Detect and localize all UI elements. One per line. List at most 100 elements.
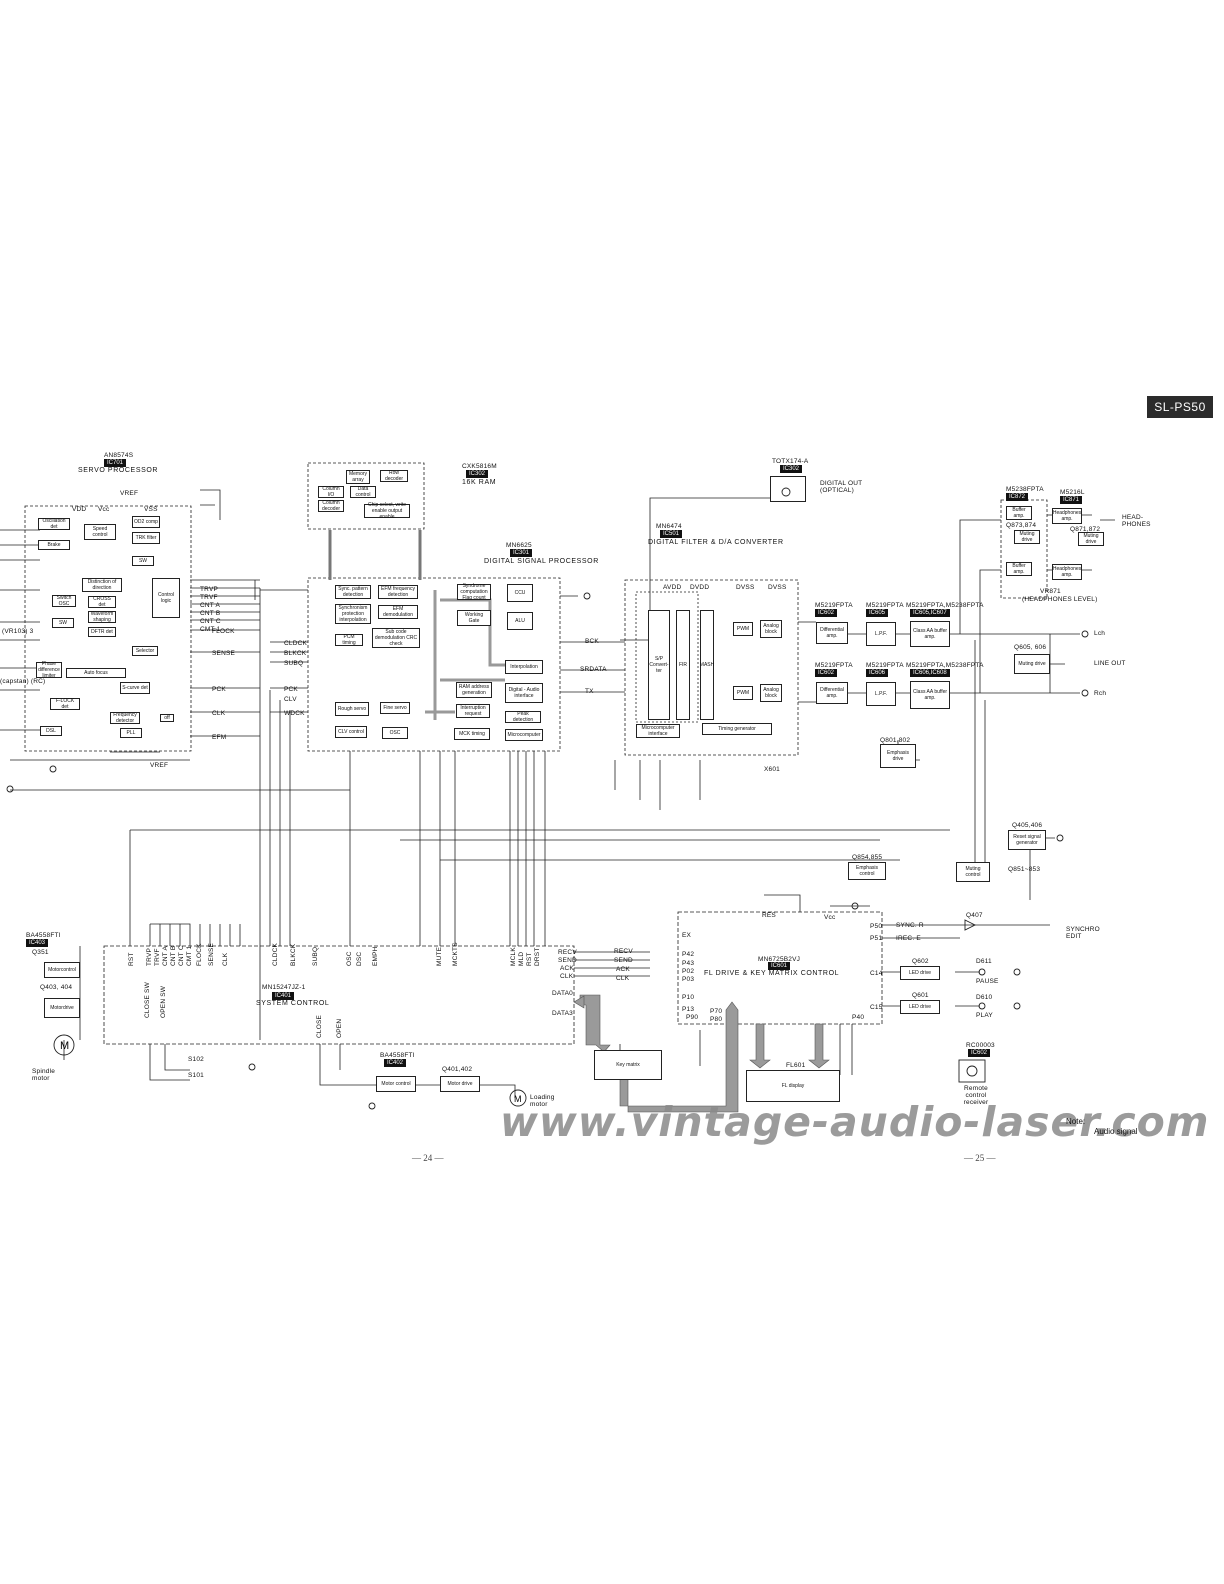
- fl-pin-p50: P50: [870, 923, 883, 930]
- dac-supply-dvdd: DVDD: [690, 584, 710, 591]
- servo-block-dftr-det: DFTR det: [88, 627, 116, 637]
- watermark-text: www.vintage-audio-laser.com: [500, 1098, 1210, 1146]
- servo-block-dsl: DSL: [40, 726, 62, 736]
- servo-block-sw: SW: [132, 556, 154, 566]
- buf-bot-ic: IC606,IC608: [910, 669, 950, 677]
- fl-pin-p03: P03: [682, 976, 695, 983]
- syscon-pin: MLD: [518, 951, 525, 966]
- servo-block-sw-2: SW: [52, 618, 74, 628]
- dac-ic-label: IC501: [660, 530, 683, 538]
- syscon-pin: TRVF: [154, 948, 161, 966]
- servo-block-brake: Brake: [38, 540, 70, 550]
- dsp-block-microcomputer: Microcomputer: [505, 729, 543, 741]
- dsp-block-subcode: Sub code demodulation CRC check: [372, 628, 420, 648]
- emphasis-ctrl-part: Q854,855: [852, 854, 883, 861]
- fl-pin-p10: P10: [682, 994, 695, 1001]
- syscon-pin: BLKCK: [290, 943, 297, 966]
- syscon-pin: SENSE: [208, 942, 215, 966]
- close-pin-label: CLOSE: [316, 1014, 323, 1038]
- dsp-signal-blkck: BLKCK: [284, 650, 307, 657]
- dsp-block-ccu: CCU: [507, 584, 533, 602]
- led-drive-pause: LED drive: [900, 966, 940, 980]
- syscon-pin: TRVP: [146, 947, 153, 966]
- syscon-pin: EMPH: [372, 946, 379, 966]
- servo-pin-trvf: TRVF: [200, 594, 218, 601]
- ram-block-column-decoder: Column decoder: [318, 500, 344, 512]
- dsp-block-clv-control: CLV control: [335, 726, 367, 738]
- syscon-pin: RST: [526, 952, 533, 966]
- muting-ctrl-part: Q851~853: [1008, 866, 1041, 873]
- dsp-ic-label: IC301: [510, 549, 533, 557]
- motor-ic: IC403: [26, 939, 49, 947]
- dsp-block-fine-servo: Fine servo: [380, 702, 410, 714]
- note-heading: Note:: [1066, 1117, 1086, 1126]
- servo-block-off: off: [160, 714, 174, 722]
- hp-vr871: VR871: [1040, 588, 1061, 595]
- servo-pin-pck: PCK: [212, 686, 226, 693]
- dac-title: DIGITAL FILTER & D/A CONVERTER: [648, 539, 784, 546]
- syscon-part: MN15247JZ-1: [262, 984, 306, 991]
- dsp-block-pcm-timing: PCM timing: [335, 634, 363, 646]
- rch-label: Rch: [1094, 690, 1107, 697]
- dac-block-sp-converter: S/P Convert-ter: [648, 610, 670, 720]
- servo-pin-cnta: CNT A: [200, 602, 221, 609]
- led-play-label: PLAY: [976, 1012, 993, 1019]
- loading-ic: IC402: [384, 1059, 407, 1067]
- dac-block-analog-top: Analog block: [760, 620, 782, 638]
- servo-block-phase-limiter: Phase difference limiter: [36, 661, 62, 679]
- fl-pin-ack: ACK: [616, 966, 630, 973]
- diff-top-part: M5219FPTA: [815, 602, 853, 609]
- servo-pin-cntc: CNT C: [200, 618, 221, 625]
- dac-xtal: X601: [764, 766, 780, 773]
- hp-q871: Q871,872: [1070, 526, 1101, 533]
- servo-vr103: (VR103) 3: [2, 628, 34, 635]
- optical-part-number: TOTX174-A: [772, 458, 809, 465]
- servo-capstan: (capstan) (RC): [0, 678, 46, 685]
- fl-part: MN6725B2VJ: [758, 956, 801, 963]
- hp-vr-label: (HEADPHONES LEVEL): [1022, 596, 1098, 603]
- optical-label: DIGITAL OUT (OPTICAL): [820, 480, 863, 494]
- servo-vref: VREF: [120, 490, 139, 497]
- diff-amp-bottom: Differential amp.: [816, 682, 848, 704]
- open-sw-label: OPEN SW: [160, 985, 167, 1018]
- ram-block-chip-select: Chip select, write enable output enable: [364, 502, 410, 520]
- servo-pin-clk: CLK: [212, 710, 226, 717]
- optical-module: [770, 476, 806, 502]
- syscon-title: SYSTEM CONTROL: [256, 1000, 330, 1007]
- emphasis-control: Emphasis control: [848, 862, 886, 880]
- optical-ic-label: IC302: [780, 465, 803, 473]
- dsp-block-peak-detection: Peak detection: [505, 711, 541, 723]
- hp-muting-drive-right: Muting drive: [1078, 532, 1104, 546]
- servo-ic-label: IC701: [104, 459, 127, 467]
- servo-block-trk-filter: TRK filter: [132, 532, 160, 544]
- lpf-bot-part: M5219FPTA: [866, 662, 904, 669]
- syscon-bus-send: SEND: [558, 957, 577, 964]
- fl-sync-r: SYNC. R: [896, 922, 924, 929]
- loading-motor-control: Motor control: [376, 1076, 416, 1092]
- dsp-part-number: MN6625: [506, 542, 532, 549]
- syscon-pin: CNT C: [178, 945, 185, 966]
- fl-pin-ex: EX: [682, 932, 692, 939]
- lpf-top-part: M5219FPTA: [866, 602, 904, 609]
- syscon-bus-data0: DATA0: [552, 990, 573, 997]
- ram-part-number: CXK5816M: [462, 463, 497, 470]
- fl-pin-vcc: Vcc: [824, 914, 836, 921]
- synchro-edit-label: SYNCHRO EDIT: [1066, 926, 1100, 940]
- syscon-pin: OSC: [346, 951, 353, 966]
- fl-display-part: FL601: [786, 1062, 806, 1069]
- buf-top-ic: IC605,IC607: [910, 609, 950, 617]
- motor-part: BA4558FTI: [26, 932, 61, 939]
- fl-ic: IC601: [768, 962, 791, 970]
- syscon-pin: DRST: [534, 947, 541, 967]
- hp-amp-ic: IC871: [1060, 496, 1083, 504]
- servo-vref-bottom: VREF: [150, 762, 169, 769]
- emphasis-part: Q801,802: [880, 737, 911, 744]
- servo-pin-trvp: TRVP: [200, 586, 219, 593]
- servo-block-speed-control: Speed control: [84, 524, 116, 540]
- dsp-block-ram-address: RAM address generation: [456, 682, 492, 698]
- servo-pin-efm: EFM: [212, 734, 227, 741]
- muting-control: Muting control: [956, 862, 990, 882]
- motor-q351: Q351: [32, 949, 49, 956]
- buf-top-part: M5219FPTA,M5238FPTA: [906, 602, 984, 609]
